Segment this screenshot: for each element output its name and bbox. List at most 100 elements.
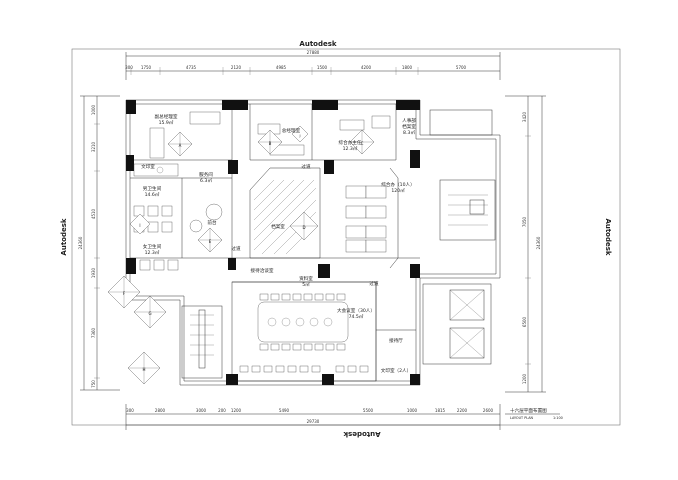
room-label: 前台: [207, 219, 217, 226]
room-label: 文印室（2人）: [381, 367, 412, 374]
svg-text:C: C: [361, 141, 364, 146]
svg-text:I: I: [139, 223, 140, 228]
view-marker: I: [129, 213, 151, 235]
view-marker: G: [133, 295, 167, 329]
room-label: 男卫生间: [143, 185, 162, 192]
right-dim-4: 1200: [522, 373, 527, 384]
room-labels: 副总经理室 15.9㎡ 总经理室 综合办主任 12.3㎡ 人事部 档案室 8.3…: [141, 113, 416, 374]
view-marker: H: [127, 351, 161, 385]
left-dim-5: 7360: [91, 327, 96, 338]
room-label: 接待厅: [389, 337, 403, 344]
left-dim-4: 1930: [91, 267, 96, 278]
meeting-chairs: [239, 293, 369, 373]
svg-text:D: D: [302, 225, 305, 230]
room-label: 人事部: [402, 117, 416, 124]
view-marker: E: [197, 227, 223, 253]
room-label: 综合办（10人）: [381, 181, 414, 188]
room-label: 过道: [301, 163, 311, 170]
drawing-subtitle: LAYOUT PLAN: [510, 416, 534, 420]
view-marker: D: [289, 211, 319, 241]
elevator-car-1: [449, 289, 485, 321]
room-area: 5㎡: [302, 281, 310, 288]
elevator-car-2: [449, 327, 485, 359]
furniture: [133, 111, 391, 373]
elevator-shaft: [422, 283, 492, 365]
svg-text:A: A: [179, 143, 182, 148]
top-dim-4: 2120: [231, 65, 242, 70]
room-label: 文印室: [141, 163, 155, 170]
top-dim-7: 4200: [361, 65, 372, 70]
room-area: 12.3㎡: [145, 249, 160, 256]
bottom-dim-3: 3000: [196, 408, 207, 413]
left-dim-1: 1000: [91, 104, 96, 115]
room-area: 6.3㎡: [200, 177, 212, 184]
bottom-dim-11: 2600: [483, 408, 494, 413]
room-label: 过道: [231, 245, 241, 252]
svg-text:J: J: [298, 134, 300, 138]
stair-well-right: [469, 199, 485, 215]
drawing-scale: 1:100: [553, 416, 563, 420]
left-dim-6: 750: [91, 380, 96, 388]
room-area: 120㎡: [391, 187, 405, 194]
svg-text:H: H: [142, 367, 145, 372]
room-label: 服务间: [199, 171, 213, 178]
right-dimension-chain: 3420 7050 6500 1200 24360: [505, 95, 546, 393]
total-dim-left: 24360: [78, 236, 83, 249]
stair-left: [181, 305, 223, 379]
bottom-dim-9: 1815: [435, 408, 446, 413]
room-area: 14.6㎡: [145, 191, 160, 198]
top-dim-2: 1750: [141, 65, 152, 70]
top-dim-1: 300: [125, 65, 133, 70]
bottom-dim-1: 300: [126, 408, 134, 413]
room-label: 女卫生间: [143, 243, 162, 250]
stair-right: [439, 179, 496, 241]
bottom-dim-4: 200: [218, 408, 226, 413]
total-dim-right: 24360: [536, 236, 541, 249]
room-label: 总经理室: [282, 127, 301, 134]
total-dim-top: 27880: [307, 50, 320, 55]
room-area: 74.5㎡: [349, 313, 364, 320]
top-dim-5: 4985: [276, 65, 287, 70]
view-marker: A: [167, 131, 193, 157]
room-label: 过道: [369, 280, 379, 287]
bottom-dim-6: 5490: [279, 408, 290, 413]
room-label: 档案室: [402, 123, 416, 130]
left-dimension-chain: 24360 1000 3210 4510 1930 7360 750: [78, 95, 120, 391]
bottom-dim-10: 2200: [457, 408, 468, 413]
view-marker: F: [107, 275, 141, 309]
view-marker: C: [349, 129, 375, 155]
bottom-dim-7: 5500: [363, 408, 374, 413]
room-label: 资料室: [299, 275, 313, 282]
room-area: 8.3㎡: [403, 129, 415, 136]
bottom-dimension-chain: 29730 300 2800 3000 200 1200 5490 5500 1…: [125, 404, 501, 430]
left-dim-3: 4510: [91, 208, 96, 219]
top-dim-9: 5700: [456, 65, 467, 70]
watermark-top: Autodesk: [299, 40, 336, 48]
title-block: 十六层平面布置图 LAYOUT PLAN 1:100: [505, 407, 563, 420]
top-dim-3: 4735: [186, 65, 197, 70]
room-label: 综合办主任: [339, 139, 362, 146]
svg-text:E: E: [209, 239, 212, 244]
svg-text:G: G: [148, 311, 151, 316]
top-dim-6: 1500: [317, 65, 328, 70]
view-marker: J: [291, 125, 309, 143]
view-marker: B: [257, 129, 283, 155]
top-dim-8: 1800: [402, 65, 413, 70]
room-label: 接待洽谈室: [251, 267, 274, 274]
workstations: [345, 185, 387, 253]
table-lights: [267, 317, 333, 327]
room-area: 15.9㎡: [159, 119, 174, 126]
view-markers: A B C D E F G H I J: [107, 125, 375, 385]
room-label: 大会议室（30人）: [337, 307, 375, 314]
conference-table: [257, 301, 349, 343]
right-dim-1: 3420: [522, 111, 527, 122]
left-dim-2: 3210: [91, 141, 96, 152]
bottom-dim-5: 1200: [231, 408, 242, 413]
watermark-bottom: Autodesk: [343, 430, 380, 438]
bottom-dim-8: 1000: [407, 408, 418, 413]
top-dimension-chain: 27880 300 1750 4735 2120 4985 1500 4200 …: [125, 50, 501, 80]
room-label: 档案室: [271, 223, 285, 230]
watermark-left: Autodesk: [60, 218, 68, 255]
bottom-dim-2: 2800: [155, 408, 166, 413]
